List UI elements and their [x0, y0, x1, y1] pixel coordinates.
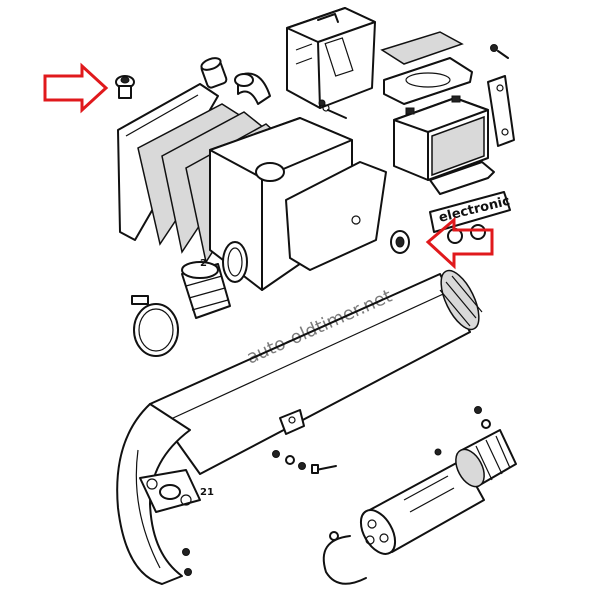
fastener-set-bottom — [182, 531, 339, 576]
foam-pad — [380, 31, 464, 65]
exhaust-flange — [139, 469, 201, 513]
intake-boot — [181, 261, 231, 319]
tailpipe-cap — [455, 429, 517, 488]
side-cover — [285, 161, 387, 271]
arrow-left-icon — [425, 216, 494, 270]
arrow-right-icon — [43, 62, 109, 114]
battery-tray — [383, 57, 473, 105]
electronic-badge: electronic — [429, 191, 512, 233]
rubber-grommet-left — [115, 75, 135, 99]
battery-strap — [429, 161, 495, 195]
intake-elbow — [234, 72, 271, 105]
bolt-group-top — [318, 99, 347, 119]
circlip — [322, 535, 367, 585]
battery — [393, 95, 489, 181]
exhaust-bracket — [279, 409, 305, 435]
part-number-21: 21 — [200, 487, 214, 498]
rubber-grommet-right — [390, 230, 410, 254]
battery-bracket — [487, 44, 515, 147]
battery-box — [286, 7, 376, 109]
intake-sleeve — [200, 57, 228, 89]
fastener-set-right — [434, 406, 491, 456]
part-number-2: 2 — [200, 258, 207, 269]
fastener-set-center — [272, 450, 337, 474]
hose-clamp — [131, 295, 179, 357]
baffle-insert — [359, 459, 485, 555]
exhaust-muffler — [149, 269, 483, 475]
